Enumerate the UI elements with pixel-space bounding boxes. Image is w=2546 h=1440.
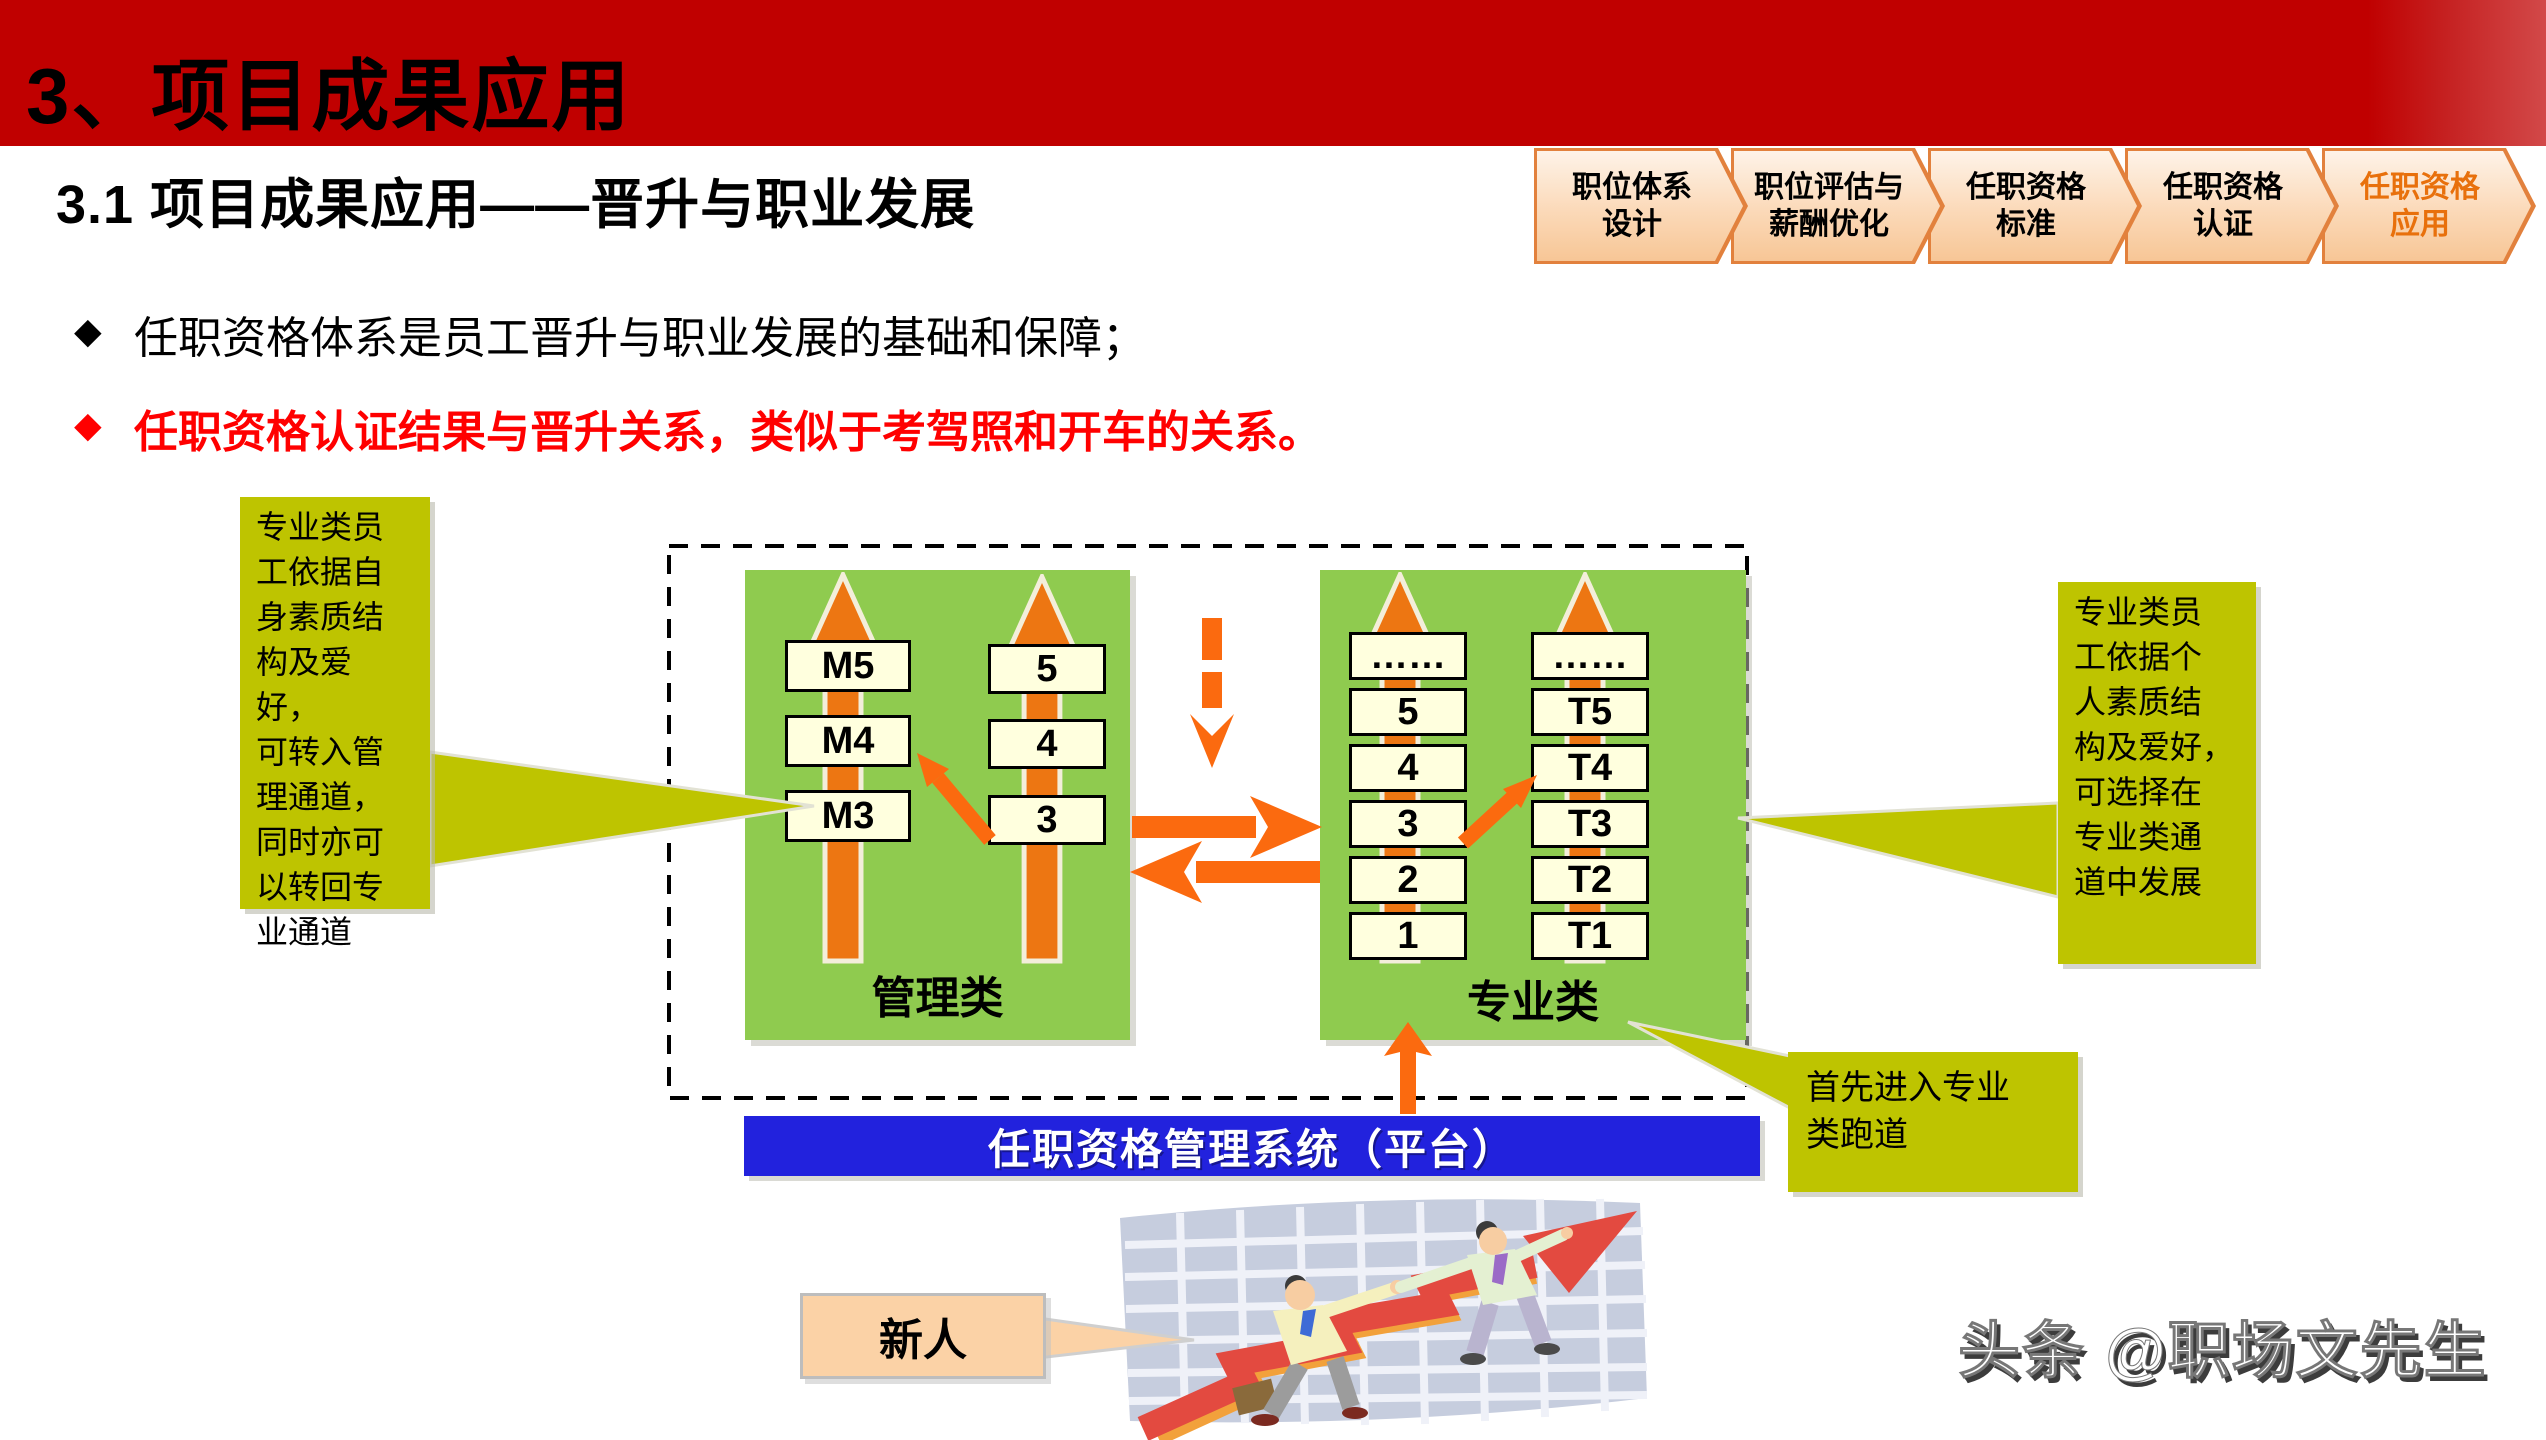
bullet-text-2: 任职资格认证结果与晋升关系，类似于考驾照和开车的关系。	[134, 408, 1322, 457]
dashed-down-arrow-icon	[1190, 618, 1234, 768]
entry-up-arrow-icon	[1384, 1022, 1432, 1114]
level-box: 4	[988, 719, 1106, 769]
level-box: 5	[988, 644, 1106, 694]
diamond-bullet-icon: ◆	[74, 310, 102, 351]
level-box: T5	[1531, 688, 1649, 736]
entry-callout-pointer	[1627, 1020, 1792, 1111]
tab-evaluation-compensation: 职位评估与 薪酬优化	[1731, 148, 1945, 264]
watermark: 头条 @职场文先生	[1958, 1317, 2488, 1387]
tab-label: 职位评估与 薪酬优化	[1754, 171, 1904, 241]
chevron-fill	[2128, 151, 2334, 261]
level-box: M5	[785, 640, 911, 692]
newcomer-callout-pointer	[1036, 1316, 1195, 1360]
tab-label: 任职资格 认证	[2163, 171, 2283, 241]
level-box: ……	[1531, 632, 1649, 680]
tab-qualification-certification: 任职资格 认证	[2125, 148, 2339, 264]
tab-label: 任职资格 标准	[1966, 171, 2086, 241]
left-flow-arrow-icon	[1130, 841, 1320, 903]
career-climbing-clipart	[1120, 1198, 1648, 1440]
chevron-fill	[2325, 151, 2531, 261]
diamond-bullet-icon: ◆	[74, 404, 102, 445]
chevron-fill	[1734, 151, 1940, 261]
level-box: M3	[785, 790, 911, 842]
level-box: 1	[1349, 912, 1467, 960]
level-box: 4	[1349, 744, 1467, 792]
right-flow-arrow-icon	[1132, 796, 1322, 858]
section-subtitle: 3.1 项目成果应用——晋升与职业发展	[56, 175, 976, 235]
platform-banner-text: 任职资格管理系统（平台）	[987, 1125, 1516, 1173]
level-box: 3	[988, 795, 1106, 845]
level-box: T4	[1531, 744, 1649, 792]
entry-callout: 首先进入专业 类跑道	[1788, 1052, 2078, 1192]
level-box: T3	[1531, 800, 1649, 848]
tab-qualification-standard: 任职资格 标准	[1928, 148, 2142, 264]
bullet-text-1: 任职资格体系是员工晋升与职业发展的基础和保障；	[134, 314, 1146, 363]
management-panel-title: 管理类	[871, 974, 1004, 1023]
level-box: 2	[1349, 856, 1467, 904]
newcomer-label: 新人	[800, 1293, 1046, 1379]
right-callout-pointer	[1737, 801, 2060, 899]
title-banner	[0, 0, 2546, 146]
tab-label: 职位体系 设计	[1572, 171, 1692, 241]
platform-banner: 任职资格管理系统（平台）	[744, 1116, 1760, 1176]
right-callout: 专业类员 工依据个 人素质结 构及爱好， 可选择在 专业类通 道中发展	[2058, 582, 2256, 964]
process-tabs: 职位体系 设计 职位评估与 薪酬优化 任职资格 标准 任职资格 认证 任职资格 …	[1534, 148, 2546, 266]
level-box: ……	[1349, 632, 1467, 680]
level-box: M4	[785, 715, 911, 767]
chevron-fill	[1931, 151, 2137, 261]
career-ladder-arrow-icon	[996, 574, 1088, 964]
left-callout: 专业类员 工依据自 身素质结 构及爱好， 可转入管 理通道， 同时亦可 以转回专…	[240, 497, 430, 950]
tab-label: 任职资格 应用	[2360, 171, 2480, 241]
page-title: 3、项目成果应用	[26, 52, 632, 140]
level-box: T1	[1531, 912, 1649, 960]
transfer-up-right-arrow-icon	[1457, 775, 1537, 849]
tab-position-system-design: 职位体系 设计	[1534, 148, 1748, 264]
left-callout-pointer	[428, 750, 815, 868]
level-box: 3	[1349, 800, 1467, 848]
level-box: 5	[1349, 688, 1467, 736]
level-box: T2	[1531, 856, 1649, 904]
transfer-up-left-arrow-icon	[917, 753, 996, 845]
professional-panel-title: 专业类	[1467, 978, 1599, 1027]
tab-qualification-application-active: 任职资格 应用	[2322, 148, 2536, 264]
chevron-fill	[1537, 151, 1743, 261]
